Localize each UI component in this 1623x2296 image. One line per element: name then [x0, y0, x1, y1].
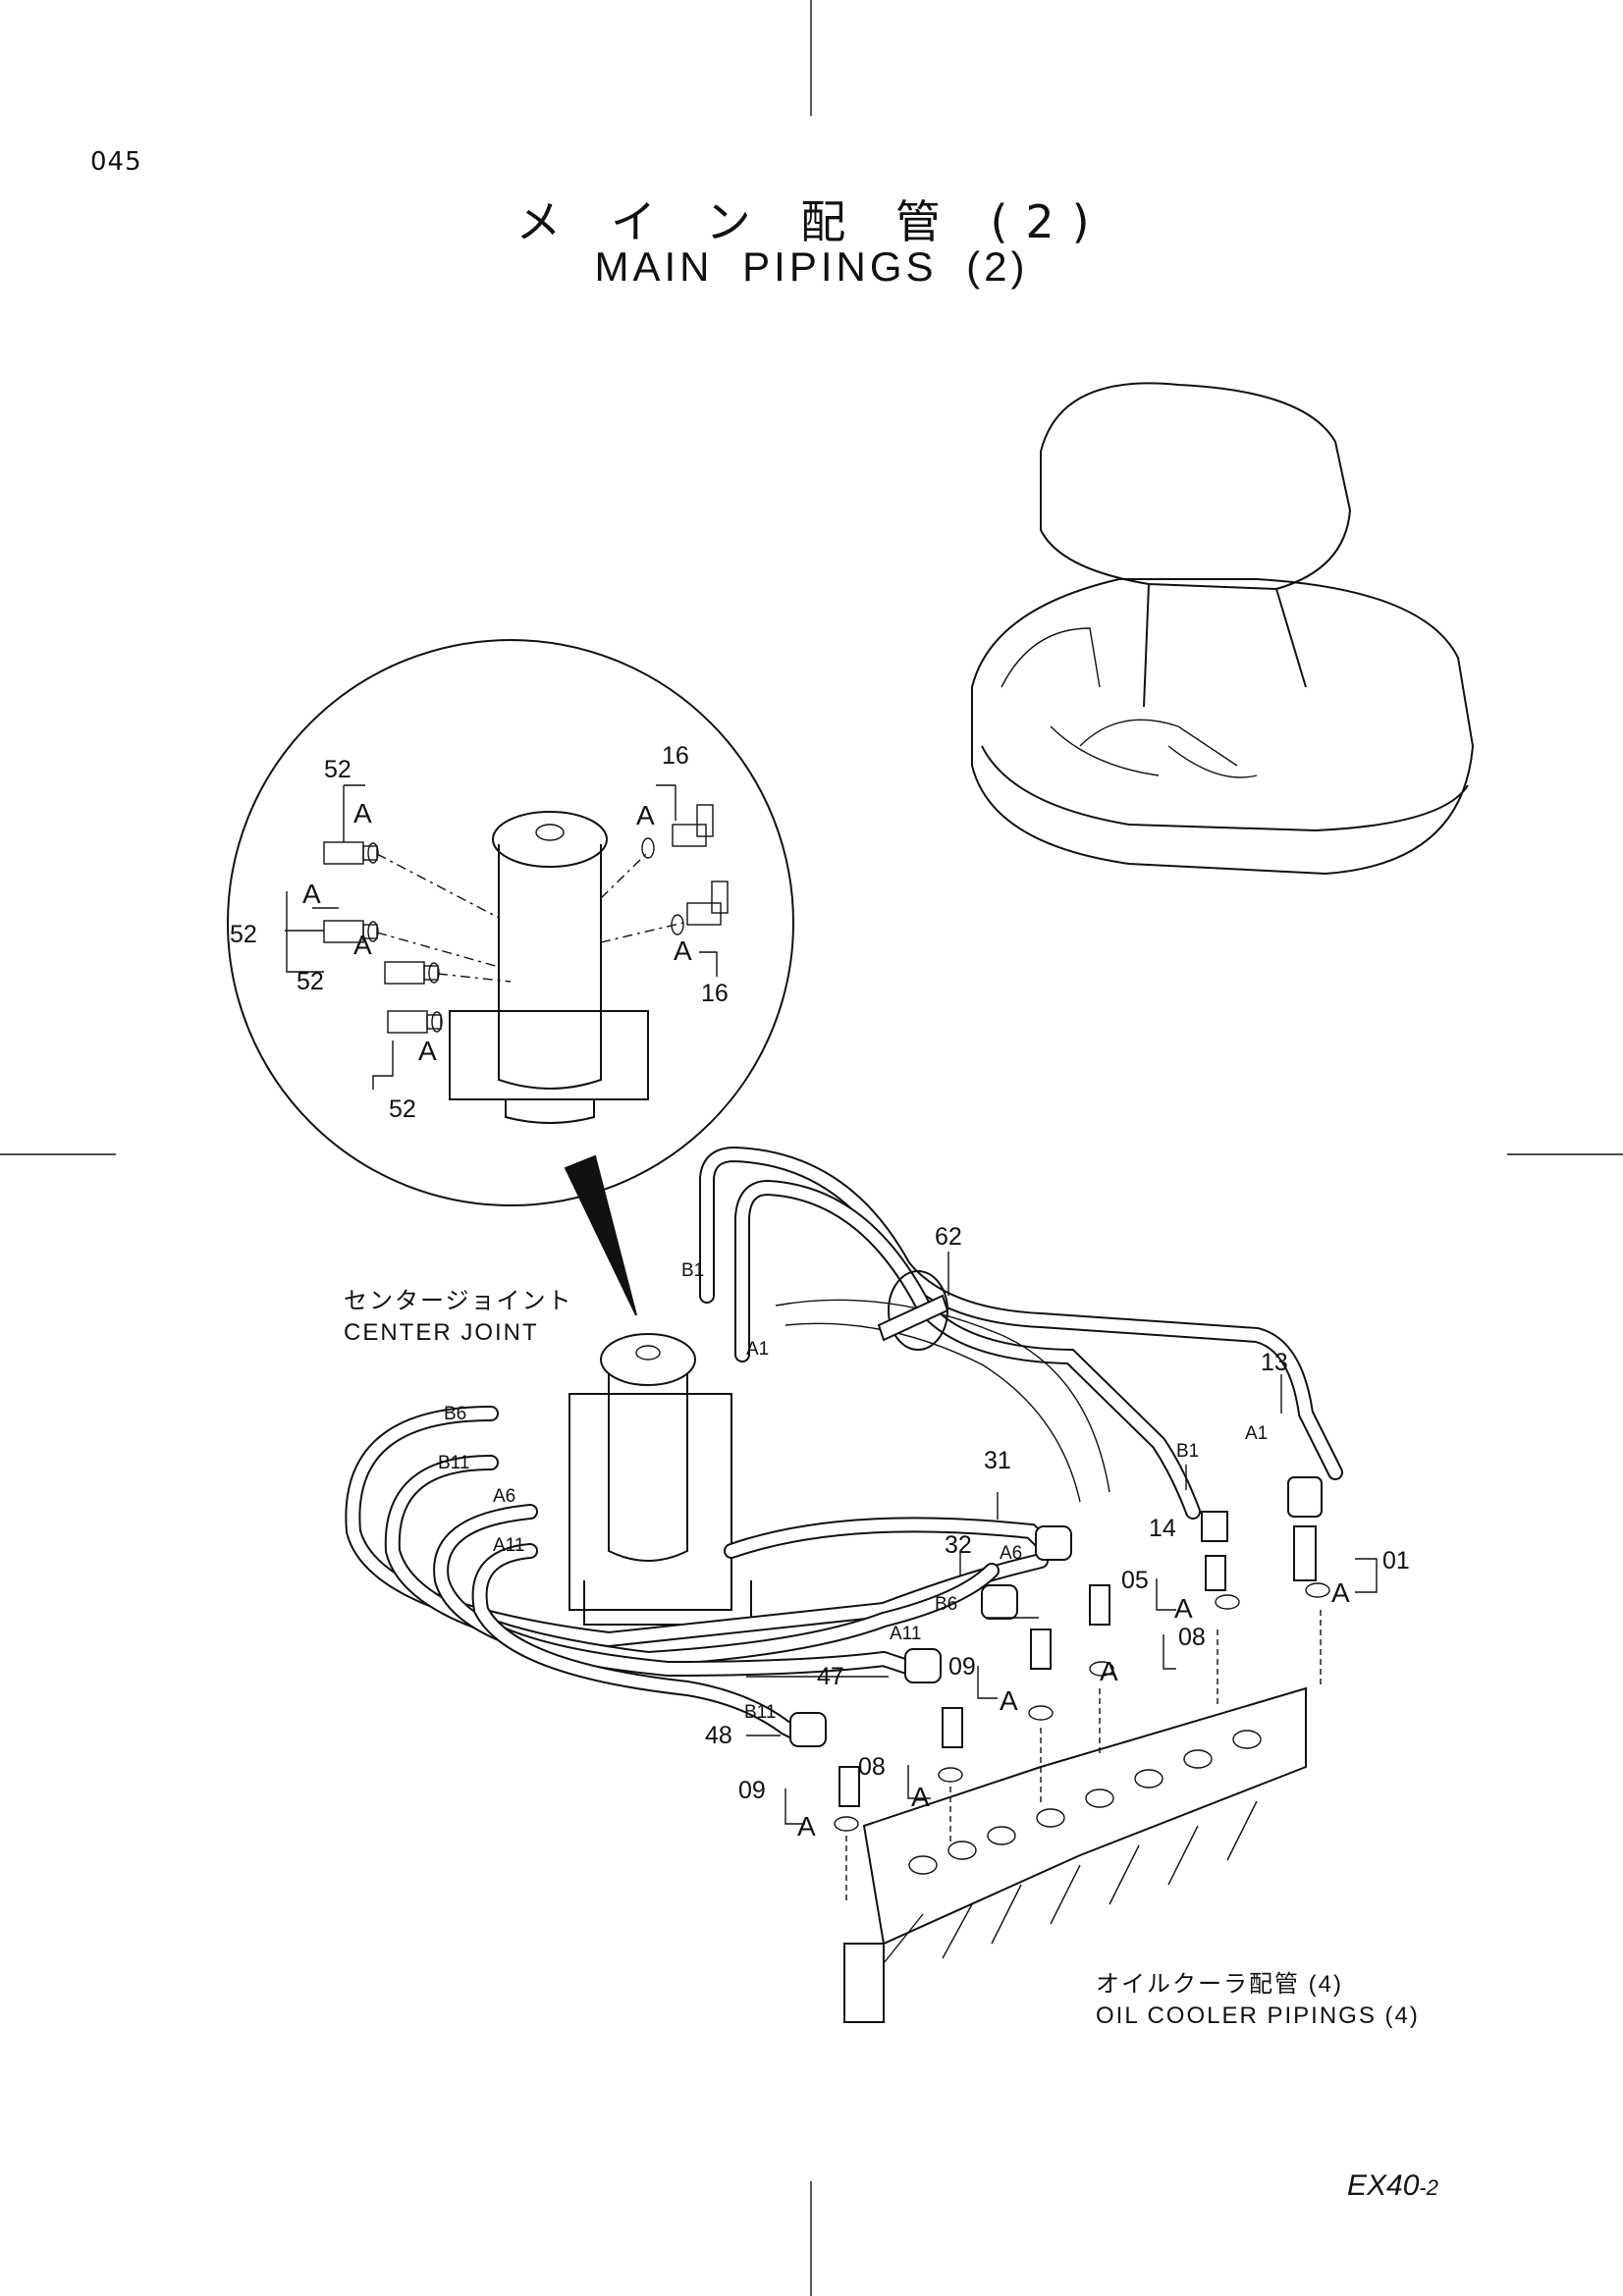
detail-callout-16-bottom: 16 [701, 980, 729, 1007]
port-label-a6-left: A6 [493, 1486, 515, 1507]
center-joint-label-en: CENTER JOINT [344, 1319, 539, 1346]
detail-mark-a-2: A [302, 879, 321, 909]
detail-mark-a-5: A [636, 800, 655, 830]
page-title-english: MAIN PIPINGS (2) [594, 243, 1029, 290]
clamp-62 [877, 1270, 949, 1351]
port-label-a1-left: A1 [746, 1339, 769, 1360]
detail-mark-a-6: A [674, 935, 692, 966]
machine-overview-illustration [971, 382, 1475, 876]
background-pipes [775, 1299, 1110, 1503]
mark-a-09-lower: A [797, 1811, 816, 1842]
callout-leaders [746, 1252, 1378, 1825]
callout-08-lower: 08 [858, 1753, 886, 1781]
oil-cooler-label-jp: オイルクーラ配管 (4) [1096, 1971, 1343, 1998]
mark-a-09-upper: A [1000, 1685, 1018, 1716]
center-joint-body [568, 1333, 752, 1626]
center-joint-label-jp: センタージョイント [344, 1288, 573, 1314]
callout-32: 32 [945, 1531, 972, 1559]
detail-callout-16-top: 16 [662, 742, 689, 770]
upper-hoses [699, 1146, 1343, 1520]
detail-mark-a-4: A [418, 1036, 437, 1066]
mark-a-08-upper: A [1100, 1656, 1118, 1686]
port-label-b11-left: B11 [438, 1453, 469, 1473]
port-label-b11-right: B11 [744, 1702, 776, 1723]
right-fittings [789, 1476, 1323, 1807]
detail-mark-a-1: A [353, 798, 372, 828]
port-label-a11-right: A11 [890, 1624, 921, 1644]
mark-a-01: A [1331, 1577, 1350, 1608]
center-joint-label: センタージョイント CENTER JOINT [344, 1286, 573, 1349]
mark-a-08-lower: A [911, 1782, 930, 1812]
center-joint-detail-circle: 52 52 52 52 16 16 A A A A A A [227, 639, 794, 1316]
model-suffix: -2 [1419, 2175, 1438, 2200]
page-title-japanese: メ イ ン 配 管 (2) [515, 195, 1108, 248]
model-code: EX40-2 [1347, 2169, 1438, 2203]
callout-01: 01 [1382, 1547, 1410, 1575]
port-label-b6-left: B6 [444, 1404, 466, 1424]
model-main: EX40 [1347, 2169, 1420, 2202]
callout-08-upper: 08 [1178, 1624, 1206, 1651]
callout-48: 48 [705, 1722, 732, 1749]
oil-cooler-label: オイルクーラ配管 (4) OIL COOLER PIPINGS (4) [1096, 1969, 1420, 2032]
detail-callout-52-left: 52 [230, 921, 257, 948]
port-label-a11-left: A11 [493, 1535, 524, 1556]
callout-05: 05 [1121, 1567, 1149, 1594]
callout-31: 31 [984, 1447, 1011, 1474]
detail-mark-a-3: A [353, 930, 372, 960]
port-label-a6-right: A6 [1000, 1543, 1022, 1564]
port-label-a1-right: A1 [1245, 1423, 1268, 1444]
callout-62: 62 [935, 1223, 962, 1251]
page-number: 045 [90, 147, 142, 177]
callout-14: 14 [1149, 1515, 1176, 1542]
detail-callout-52-mid: 52 [297, 968, 324, 995]
control-valve-block [843, 1610, 1322, 2023]
left-hoses [345, 1406, 1049, 1745]
detail-callout-52-bottom: 52 [389, 1095, 416, 1123]
port-label-b1-right: B1 [1176, 1441, 1199, 1462]
mark-a-05: A [1174, 1593, 1193, 1624]
o-rings [834, 1582, 1330, 1832]
oil-cooler-label-en: OIL COOLER PIPINGS (4) [1096, 2002, 1420, 2029]
port-label-b6-right: B6 [935, 1594, 957, 1615]
callout-13: 13 [1261, 1349, 1288, 1376]
detail-callout-52-top: 52 [324, 756, 352, 783]
callout-47: 47 [817, 1663, 844, 1690]
port-label-b1-left: B1 [681, 1260, 704, 1281]
callout-09-lower: 09 [738, 1777, 766, 1804]
callout-09-upper: 09 [948, 1653, 976, 1681]
